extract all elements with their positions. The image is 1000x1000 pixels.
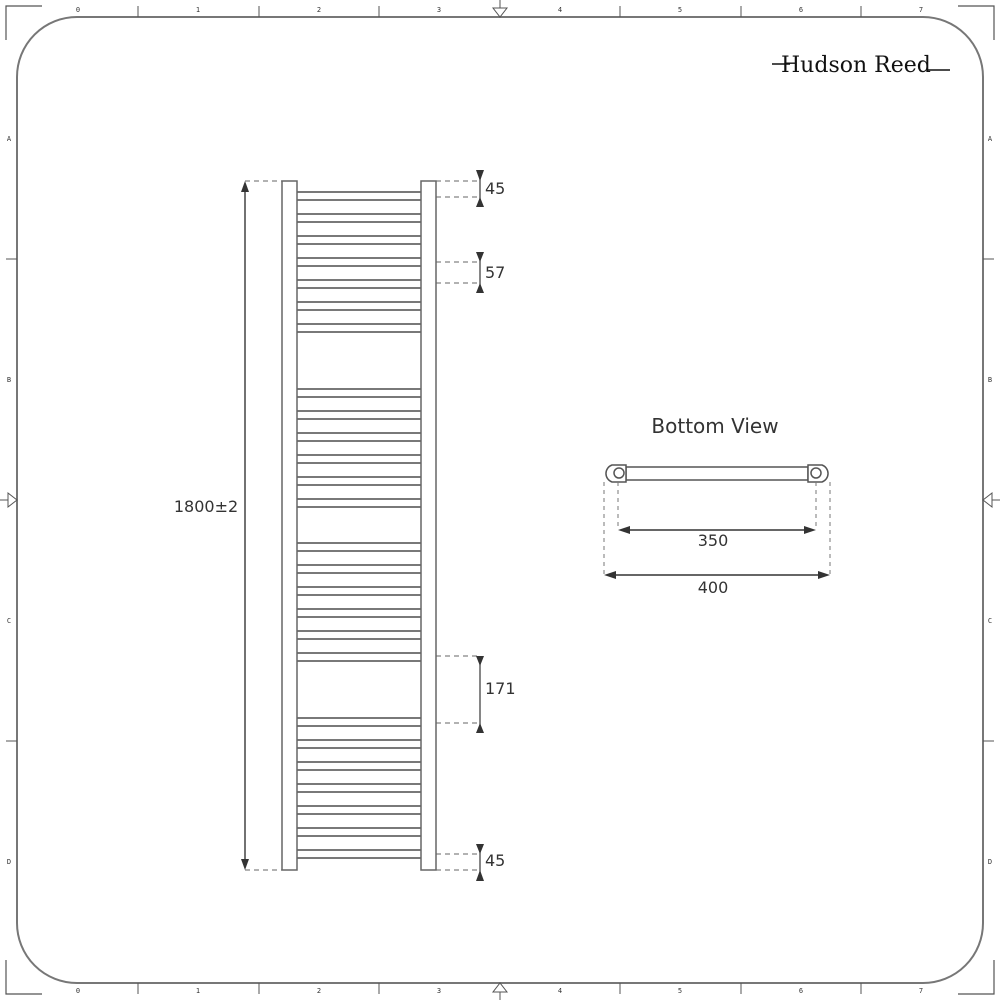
bottom-gap-dimension bbox=[436, 844, 484, 881]
ruler-row-a: A bbox=[7, 135, 12, 143]
bottom-view-dimension-lines bbox=[603, 482, 831, 579]
left-upright bbox=[281, 180, 298, 871]
ruler-col-6: 6 bbox=[799, 6, 803, 14]
ruler-col-7: 7 bbox=[919, 6, 923, 14]
bottom-center-marker-icon bbox=[491, 982, 509, 993]
ruler-col-3: 3 bbox=[437, 6, 441, 14]
bottom-view-drawing bbox=[605, 464, 829, 483]
width-label: 400 bbox=[698, 578, 729, 597]
ruler-col-1: 1 bbox=[196, 6, 200, 14]
arrow-down-icon bbox=[241, 859, 249, 870]
horizontal-bars bbox=[297, 191, 421, 859]
bar-spacing-label: 57 bbox=[485, 263, 505, 282]
left-ruler bbox=[6, 258, 17, 742]
brand-logo: Hudson Reed bbox=[772, 53, 950, 78]
bar-spacing-dimension bbox=[436, 252, 484, 293]
ruler-col-1-bottom: 1 bbox=[196, 987, 200, 995]
group-gap-label: 171 bbox=[485, 679, 516, 698]
ruler-col-2-bottom: 2 bbox=[317, 987, 321, 995]
height-label: 1800±2 bbox=[174, 497, 238, 516]
ruler-row-c: C bbox=[7, 617, 11, 625]
top-gap-label: 45 bbox=[485, 179, 505, 198]
ruler-row-b: B bbox=[7, 376, 11, 384]
ruler-col-3-bottom: 3 bbox=[437, 987, 441, 995]
ruler-row-c-right: C bbox=[988, 617, 992, 625]
ruler-col-4: 4 bbox=[558, 6, 562, 14]
group-gap-dimension bbox=[436, 655, 484, 733]
towel-rail-front-view bbox=[281, 180, 437, 871]
ruler-col-5: 5 bbox=[678, 6, 682, 14]
brand-name: Hudson Reed bbox=[781, 53, 931, 78]
ruler-row-a-right: A bbox=[988, 135, 993, 143]
right-ruler bbox=[983, 258, 994, 742]
right-upright bbox=[420, 180, 437, 871]
corner-brackets bbox=[5, 5, 995, 995]
ruler-row-b-right: B bbox=[988, 376, 992, 384]
top-center-marker-icon bbox=[491, 7, 509, 18]
top-gap-dimension bbox=[436, 170, 484, 207]
ruler-col-2: 2 bbox=[317, 6, 321, 14]
centres-label: 350 bbox=[698, 531, 729, 550]
ruler-col-7-bottom: 7 bbox=[919, 987, 923, 995]
arrow-up-icon bbox=[241, 181, 249, 192]
ruler-col-5-bottom: 5 bbox=[678, 987, 682, 995]
height-dimension bbox=[241, 180, 282, 871]
ruler-col-4-bottom: 4 bbox=[558, 987, 562, 995]
ruler-col-0-bottom: 0 bbox=[76, 987, 80, 995]
ruler-col-0: 0 bbox=[76, 6, 80, 14]
bottom-gap-label: 45 bbox=[485, 851, 505, 870]
bottom-ruler bbox=[137, 983, 862, 994]
left-center-marker-icon bbox=[7, 491, 18, 509]
right-center-marker-icon bbox=[982, 491, 993, 509]
ruler-col-6-bottom: 6 bbox=[799, 987, 803, 995]
ruler-row-d-right: D bbox=[988, 858, 992, 866]
bottom-view-title: Bottom View bbox=[651, 414, 778, 438]
drawing-frame bbox=[16, 16, 984, 984]
top-ruler bbox=[137, 6, 862, 17]
ruler-row-d: D bbox=[7, 858, 11, 866]
